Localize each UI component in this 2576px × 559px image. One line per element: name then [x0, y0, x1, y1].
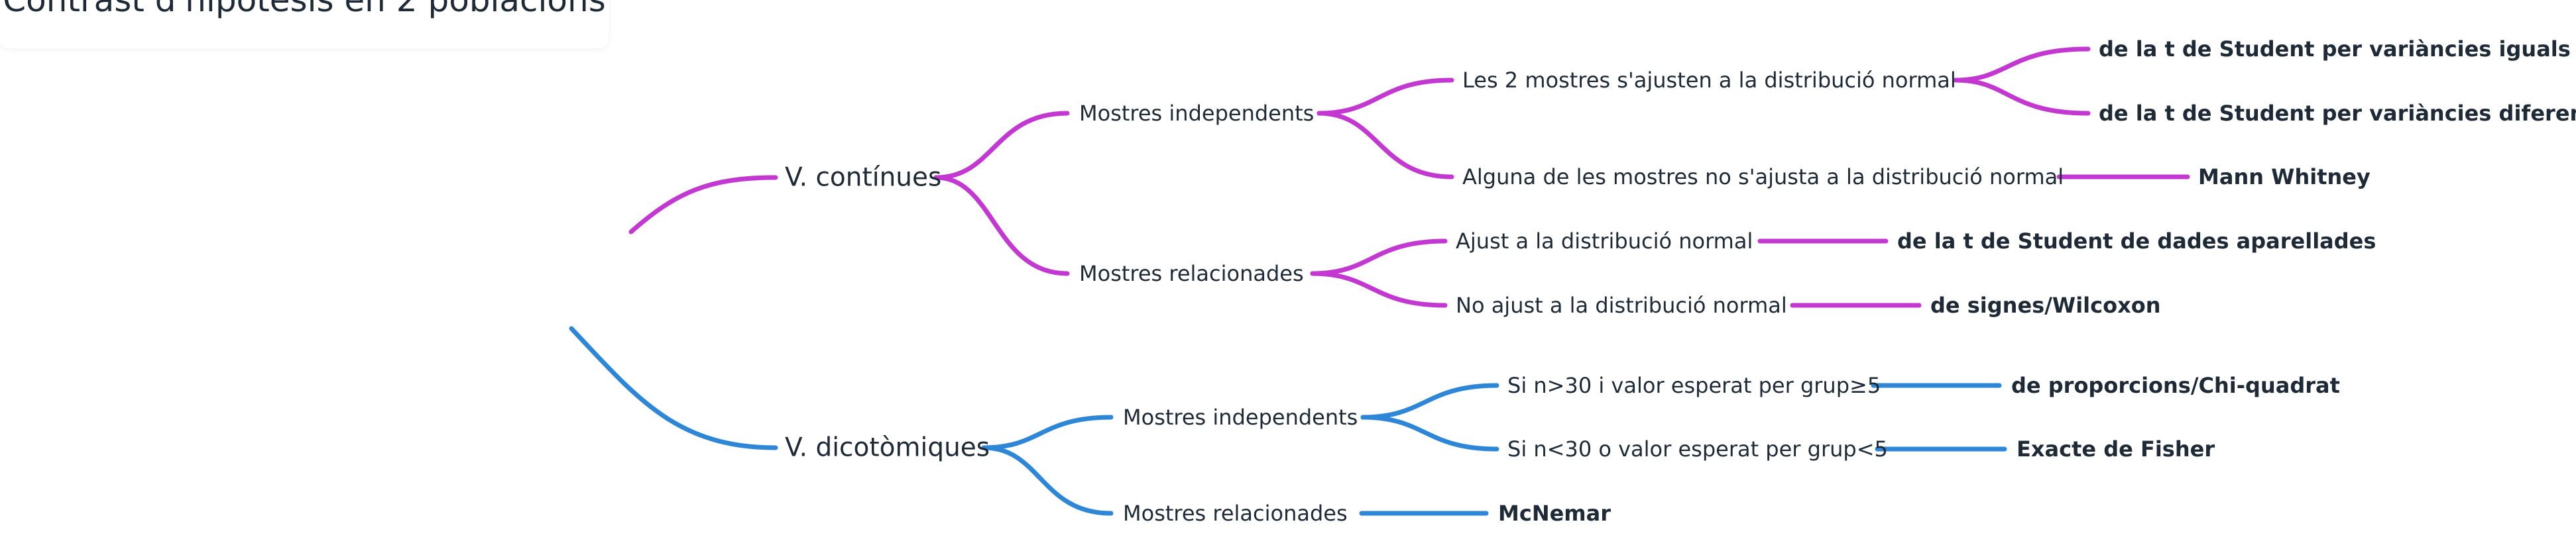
- leaf-mann-whitney[interactable]: Mann Whitney: [2198, 164, 2371, 189]
- link-continues-independents: [933, 111, 1070, 180]
- topic-ajust-normal[interactable]: Ajust a la distribució normal: [1456, 229, 1753, 254]
- topic-no-normal[interactable]: Alguna de les mostres no s'ajusta a la d…: [1462, 164, 2064, 189]
- link-dicot-relacionades: [981, 445, 1114, 516]
- topic-v-continues[interactable]: V. contínues: [785, 162, 942, 193]
- link-root-dicotomiques: [569, 326, 778, 450]
- link-root-continues: [628, 175, 778, 234]
- link-normal-iguals: [1953, 46, 2091, 83]
- link-relac-noajust: [1310, 271, 1448, 308]
- topic-continues-relacionades[interactable]: Mostres relacionades: [1079, 261, 1304, 286]
- leaf-t-student-aparellades[interactable]: de la t de Student de dades aparellades: [1897, 229, 2376, 254]
- topic-normal[interactable]: Les 2 mostres s'ajusten a la distribució…: [1462, 68, 1956, 93]
- leaf-t-student-diferents[interactable]: de la t de Student per variàncies difere…: [2099, 101, 2576, 126]
- link-normal-diferents: [1953, 77, 2091, 116]
- leaf-signes-wilcoxon[interactable]: de signes/Wilcoxon: [1930, 293, 2161, 318]
- link-bindep-lt30: [1360, 415, 1499, 452]
- link-indep-nonormal: [1317, 111, 1454, 179]
- topic-v-dicotomiques[interactable]: V. dicotòmiques: [785, 432, 990, 463]
- topic-n-gt-30[interactable]: Si n>30 i valor esperat per grup≥5: [1507, 373, 1881, 398]
- root-topic[interactable]: Contrast d'hipòtesis en 2 poblacions: [0, 0, 609, 48]
- leaf-exacte-fisher[interactable]: Exacte de Fisher: [2017, 436, 2215, 462]
- topic-dicot-relacionades[interactable]: Mostres relacionades: [1123, 501, 1348, 526]
- leaf-mcnemar[interactable]: McNemar: [1498, 501, 1611, 526]
- topic-n-lt-30[interactable]: Si n<30 o valor esperat per grup<5: [1507, 436, 1888, 462]
- topic-dicot-independents[interactable]: Mostres independents: [1123, 405, 1358, 430]
- topic-continues-independents[interactable]: Mostres independents: [1079, 101, 1315, 126]
- link-relac-ajust: [1310, 238, 1448, 276]
- link-indep-normal: [1317, 77, 1454, 116]
- topic-no-ajust-normal[interactable]: No ajust a la distribució normal: [1456, 293, 1787, 318]
- link-bindep-gt30: [1360, 383, 1499, 420]
- link-continues-relacionades: [933, 175, 1070, 276]
- leaf-proporcions-chi-quadrat[interactable]: de proporcions/Chi-quadrat: [2011, 373, 2340, 398]
- leaf-t-student-iguals[interactable]: de la t de Student per variàncies iguals: [2099, 36, 2571, 62]
- link-dicot-independents: [981, 415, 1114, 450]
